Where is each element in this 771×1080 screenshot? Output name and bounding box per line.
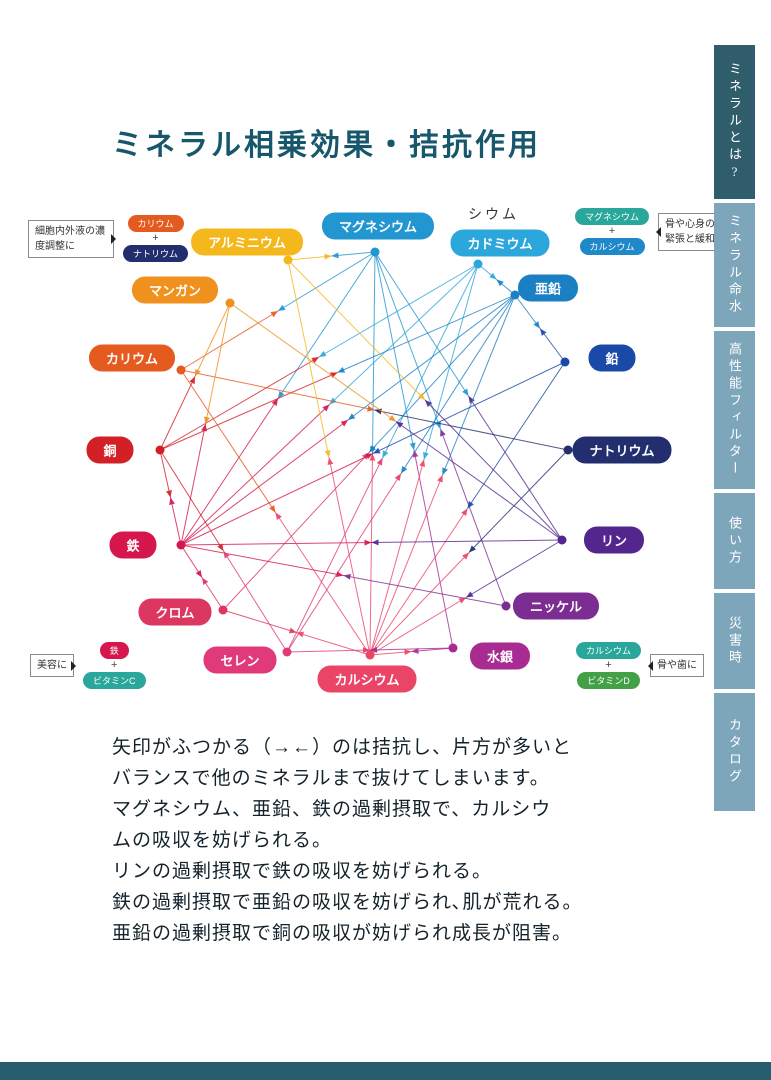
annotation-bottom-right: カルシウム + ビタミンD 骨や歯に <box>576 642 705 689</box>
node-al: アルミニウム <box>191 228 303 256</box>
description-line-1: バランスで他のミネラルまで抜けてしまいます。 <box>112 768 550 789</box>
sidebar-tab-5[interactable]: カタログ <box>714 693 755 811</box>
annotation-top-right: マグネシウム + カルシウム 骨や心身の緊張と緩和 <box>575 208 725 255</box>
node-dot-k <box>176 365 186 375</box>
plus-sign: + <box>111 659 118 671</box>
node-ni: ニッケル <box>512 592 600 620</box>
node-dot-mg <box>370 247 380 257</box>
sidebar-tab-4[interactable]: 災害時 <box>714 593 755 689</box>
node-dot-hg <box>448 643 458 653</box>
sidebar-tab-1[interactable]: ミネラル命水 <box>714 203 755 327</box>
annotation-badges: カルシウム + ビタミンD <box>576 642 642 689</box>
node-dot-cd <box>473 259 483 269</box>
annotation-box-bone-teeth: 骨や歯に <box>648 654 705 677</box>
node-p: リン <box>583 526 645 554</box>
page-title: ミネラル相乗効果・拮抗作用 <box>112 129 541 162</box>
node-cu: 銅 <box>86 436 134 464</box>
badge-natrium: ナトリウム <box>123 245 189 262</box>
description-line-5: 鉄の過剰摂取で亜鉛の吸収を妨げられ､肌が荒れる。 <box>112 892 583 913</box>
sidebar: ミネラルとは?ミネラル命水高性能フィルター使い方災害時カタログ <box>714 45 755 811</box>
sidebar-tab-3[interactable]: 使い方 <box>714 493 755 589</box>
badge-vitamin-d: ビタミンD <box>577 672 640 689</box>
node-dot-al <box>283 255 293 265</box>
annotation-badges: マグネシウム + カルシウム <box>575 208 650 255</box>
annotation-box-bone-relax: 骨や心身の緊張と緩和 <box>656 212 725 251</box>
footer-bar <box>0 1062 771 1080</box>
node-cr: クロム <box>138 598 212 626</box>
badge-magnesium: マグネシウム <box>575 208 650 225</box>
description-line-2: マグネシウム、亜鉛、鉄の過剰摂取で、カルシウ <box>112 799 552 820</box>
node-se: セレン <box>203 646 277 674</box>
node-zn: 亜鉛 <box>517 274 579 302</box>
plus-sign: + <box>605 659 612 671</box>
node-hg: 水銀 <box>469 642 531 670</box>
badge-calcium-2: カルシウム <box>576 642 642 659</box>
node-dot-p <box>557 535 567 545</box>
node-dot-pb <box>560 357 570 367</box>
annotation-bottom-left: 美容に 鉄 + ビタミンC <box>30 642 146 689</box>
node-dot-fe <box>176 540 186 550</box>
annotation-badges: カリウム + ナトリウム <box>123 215 189 262</box>
node-dot-mn <box>225 298 235 308</box>
node-pb: 鉛 <box>588 344 636 372</box>
node-dot-ca <box>365 650 375 660</box>
annotation-badges: 鉄 + ビタミンC <box>83 642 146 689</box>
badge-calcium: カルシウム <box>579 238 645 255</box>
node-dot-ni <box>501 601 511 611</box>
annotation-box-cell-fluid: 細胞内外液の濃度調整に <box>28 219 116 258</box>
description-line-3: ムの吸収を妨げられる。 <box>112 830 333 851</box>
node-dot-cr <box>218 605 228 615</box>
node-dot-na <box>563 445 573 455</box>
annotation-top-left: 細胞内外液の濃度調整に カリウム + ナトリウム <box>28 215 189 262</box>
node-fe: 鉄 <box>109 531 157 559</box>
annotation-box-beauty: 美容に <box>30 654 76 677</box>
node-mg: マグネシウム <box>321 212 435 240</box>
plus-sign: + <box>608 225 616 237</box>
stray-text: シウム <box>468 208 519 223</box>
badge-vitamin-c: ビタミンC <box>83 672 146 689</box>
description-text: 矢印がふつかる（→←）のは拮抗し、片方が多いとバランスで他のミネラルまで抜けてし… <box>112 732 583 949</box>
description-line-0: 矢印がふつかる（→←）のは拮抗し、片方が多いと <box>112 737 573 758</box>
node-cd: カドミウム <box>450 229 550 257</box>
description-line-4: リンの過剰摂取で鉄の吸収を妨げられる。 <box>112 861 493 882</box>
node-dot-zn <box>510 290 520 300</box>
node-k: カリウム <box>88 344 176 372</box>
sidebar-tab-2[interactable]: 高性能フィルター <box>714 331 755 489</box>
description-line-6: 亜鉛の過剰摂取で銅の吸収が妨げられ成長が阻害。 <box>112 923 573 944</box>
node-dot-se <box>282 647 292 657</box>
badge-iron: 鉄 <box>99 642 129 659</box>
edges-canvas <box>159 251 569 656</box>
mineral-diagram: シウム 細胞内外液の濃度調整に カリウム + ナトリウム マグネシウム + カル… <box>25 200 725 705</box>
node-na: ナトリウム <box>572 436 672 464</box>
node-ca: カルシウム <box>317 665 417 693</box>
node-mn: マンガン <box>131 276 219 304</box>
plus-sign: + <box>152 232 159 244</box>
node-dot-cu <box>155 445 165 455</box>
sidebar-tab-0[interactable]: ミネラルとは? <box>714 45 755 199</box>
badge-kalium: カリウム <box>127 215 184 232</box>
